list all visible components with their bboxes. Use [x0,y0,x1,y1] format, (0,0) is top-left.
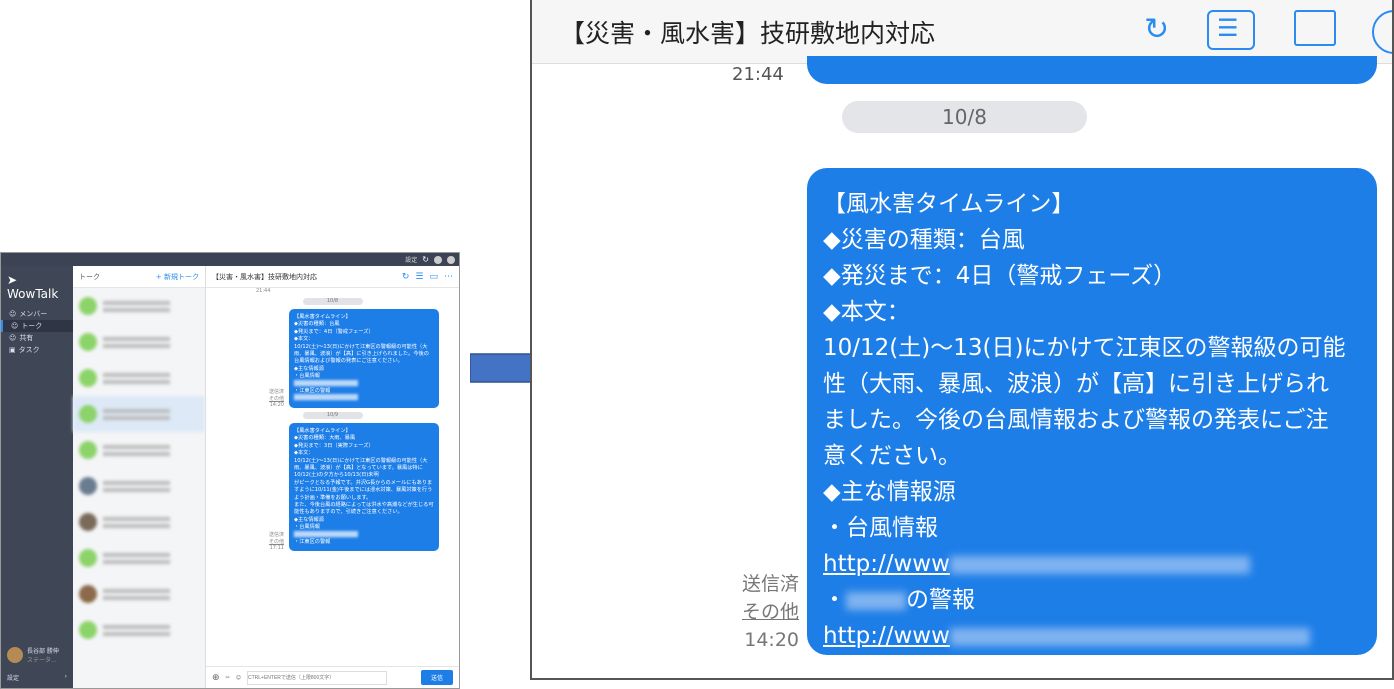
send-button[interactable]: 送信 [420,670,453,685]
emoji-icon[interactable]: ☺ [235,674,241,681]
title-bar: 設定 ↻ [1,253,459,266]
list-item[interactable] [73,288,205,324]
sidebar-item-members[interactable]: ☺メンバー [9,310,48,318]
message-meta: 送信済 その他 14:20 [741,573,799,651]
minimize-button[interactable] [434,255,442,264]
avatar [7,647,23,663]
chat-pane: 【災害・風水害】技研敷地内対応 ↻ ☰ ▭ ⋯ 21:44 10/8 【風水害タイムライ… [206,266,459,688]
message-bubble[interactable]: 【風水害タイムライン】 ◆災害の種類：台風 ◆発災まで：4日（警戒フェーズ） ◆… [289,309,439,408]
talk-list-title: トーク [79,272,100,281]
settings-button[interactable]: 設定› [7,673,67,682]
sidebar-item-share[interactable]: ☺共有 [9,334,34,342]
share-icon: ☺ [9,334,17,342]
chat-title: 【災害・風水害】技研敷地内対応 [212,272,317,281]
info-link[interactable]: http://www [823,551,950,577]
refresh-icon[interactable]: ↻ [422,255,429,264]
wowtalk-window-screenshot: 設定 ↻ ➤ WowTalk ☺メンバー ☺トーク ☺共有 ▣タスク 長谷部 勝… [0,252,460,689]
refresh-icon[interactable]: ↻ [1144,12,1170,47]
message-input[interactable] [246,670,387,685]
list-item[interactable] [73,612,205,648]
date-divider: 10/8 [302,298,363,305]
list-item[interactable] [73,396,205,432]
message-time: 21:44 [732,64,784,85]
sidebar-item-tasks[interactable]: ▣タスク [9,346,40,354]
folder-icon[interactable] [1294,10,1336,46]
message-bubble[interactable]: 【風水害タイムライン】 ◆災害の種類：大雨、暴風 ◆発災まで：3日（実際フェーズ… [289,422,439,552]
close-button[interactable] [447,255,455,264]
list-item[interactable] [73,504,205,540]
sidebar-item-talk[interactable]: ☺トーク [1,320,73,332]
message-composer: ⊕ ✂ ☺ 送信 [206,666,459,688]
wowtalk-logo: ➤ WowTalk [7,273,59,301]
new-talk-button[interactable]: + 新規トーク [155,272,199,281]
chevron-right-icon: › [64,673,67,680]
attach-icon[interactable]: ⊕ [212,672,220,683]
notes-icon[interactable]: ☰ [1207,10,1255,50]
list-item[interactable] [73,324,205,360]
previous-message-bubble[interactable] [807,56,1377,84]
task-icon: ▣ [9,346,16,354]
user-profile[interactable]: 長谷部 勝伸ステータ... [7,646,59,664]
list-item[interactable] [73,576,205,612]
list-item[interactable] [73,468,205,504]
refresh-icon[interactable]: ↻ [401,271,410,282]
list-item[interactable] [73,432,205,468]
more-icon[interactable]: ⋯ [444,271,453,282]
settings-link[interactable]: 設定 [405,257,418,264]
list-item[interactable] [73,540,205,576]
sidebar: ➤ WowTalk ☺メンバー ☺トーク ☺共有 ▣タスク 長谷部 勝伸ステータ… [1,266,73,688]
member-icon: ☺ [9,310,17,318]
folder-icon[interactable]: ▭ [429,271,438,282]
warning-link[interactable]: http://www [823,623,950,649]
cut-icon[interactable]: ✂ [225,674,230,681]
date-divider: 10/8 [842,101,1087,133]
chat-icon: ☺ [11,322,19,330]
list-item[interactable] [73,360,205,396]
more-link[interactable]: その他 [741,601,799,623]
message-bubble[interactable]: 【風水害タイムライン】 ◆災害の種類：台風 ◆発災まで：4日（警戒フェーズ） ◆… [807,168,1377,655]
zoomed-chat-view: 【災害・風水害】技研敷地内対応 ↻ ☰ 21:44 10/8 【風水害タイムライ… [530,0,1394,680]
date-divider: 10/9 [302,411,363,419]
notes-icon[interactable]: ☰ [415,271,424,282]
chat-title: 【災害・風水害】技研敷地内対応 [560,18,936,48]
more-link[interactable]: その他 [268,539,284,546]
more-link[interactable]: その他 [268,395,284,402]
talk-list: トーク + 新規トーク [73,266,206,688]
message-time: 21:44 [256,288,271,294]
